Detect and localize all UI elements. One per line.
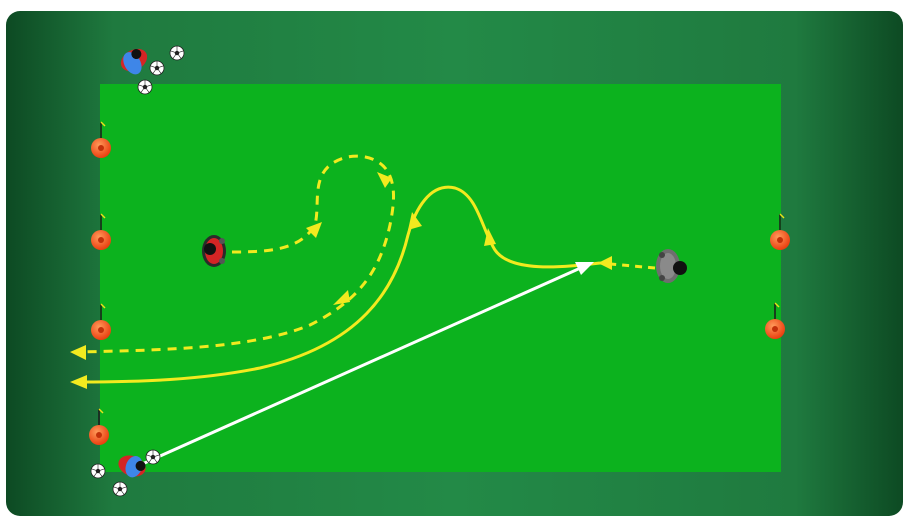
soccer-ball-icon [138, 80, 152, 94]
soccer-ball-icon [150, 61, 164, 75]
soccer-ball-icon [146, 450, 160, 464]
defending-player-icon [202, 235, 226, 267]
soccer-ball-icon [113, 482, 127, 496]
soccer-ball-icon [91, 464, 105, 478]
pitch-area [100, 84, 781, 472]
soccer-ball-icon [170, 46, 184, 60]
